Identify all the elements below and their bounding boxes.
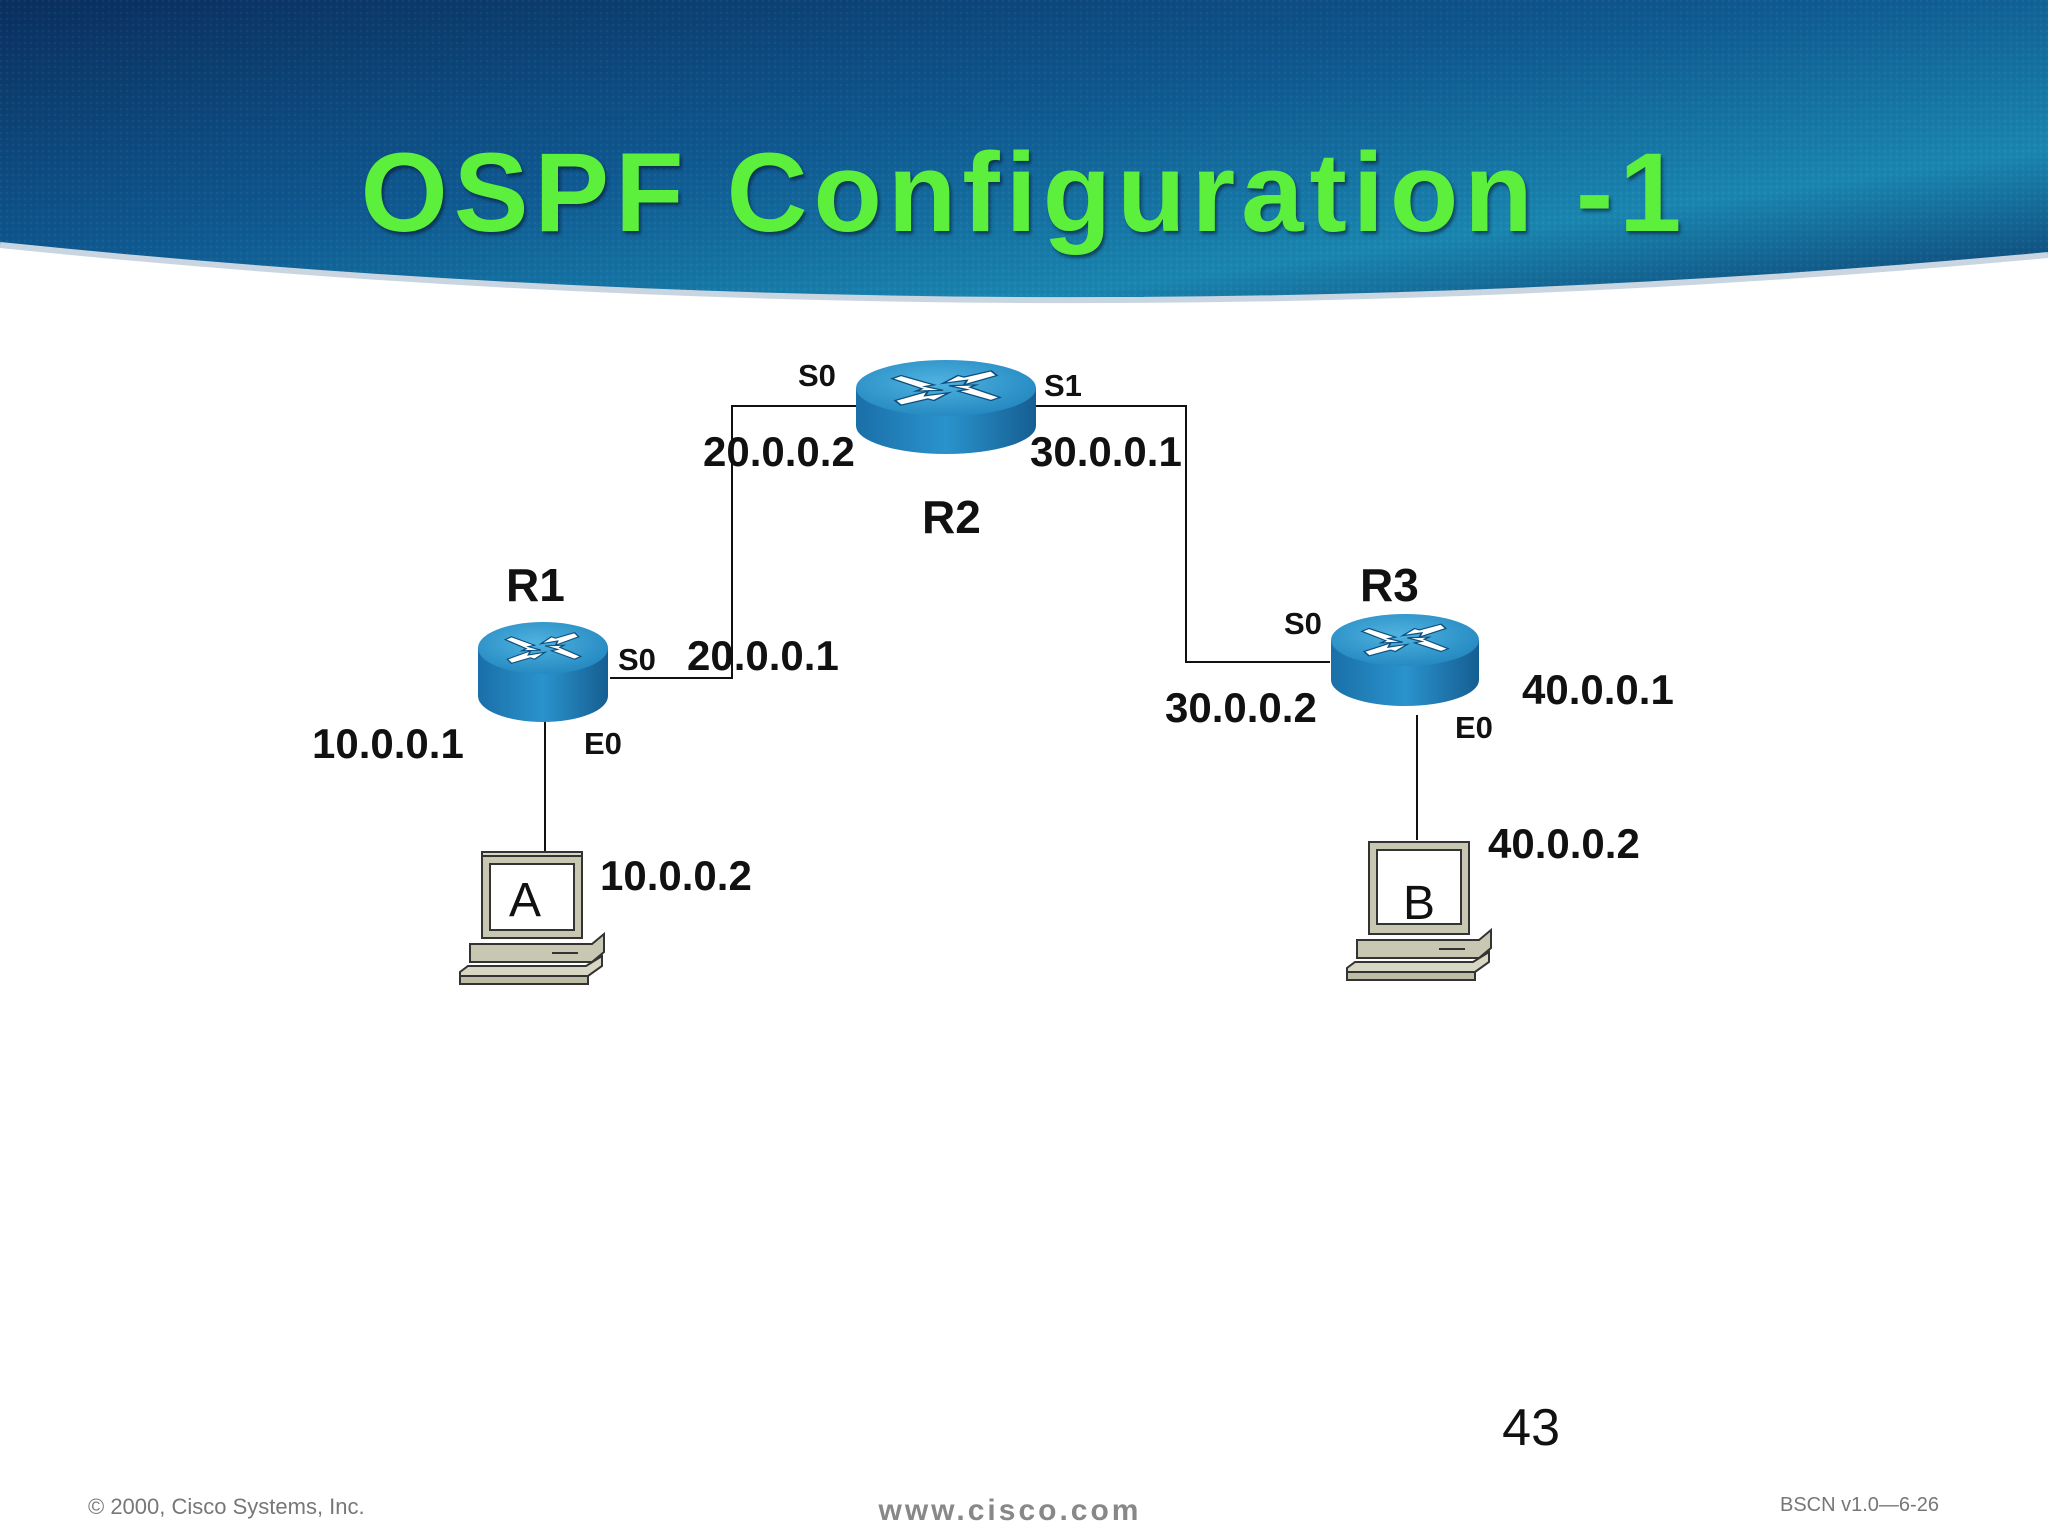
host-b-ip: 40.0.0.2 <box>1488 820 1640 867</box>
links <box>544 405 1418 858</box>
workstation-icon <box>459 851 605 985</box>
footer-course-code: BSCN v1.0—6-26 <box>1780 1494 1939 1516</box>
footer-url: www.cisco.com <box>878 1494 1142 1527</box>
router-r3-name: R3 <box>1360 559 1419 611</box>
r2-s0-ip: 20.0.0.2 <box>703 428 855 475</box>
r3-e0-ip: 40.0.0.1 <box>1522 666 1674 713</box>
footer-copyright: © 2000, Cisco Systems, Inc. <box>88 1494 365 1519</box>
r3-s0-ip: 30.0.0.2 <box>1165 684 1317 731</box>
router-icon <box>478 622 608 722</box>
r1-e0-label: E0 <box>584 726 622 761</box>
router-icon <box>856 360 1036 454</box>
router-r2-name: R2 <box>922 491 981 543</box>
r1-s0-ip: 20.0.0.1 <box>687 632 839 679</box>
r2-s1-ip: 30.0.0.1 <box>1030 428 1182 475</box>
r2-s0-label: S0 <box>798 358 836 393</box>
host-a-label: A <box>508 874 541 927</box>
slide-title: OSPF Configuration -1 <box>360 130 1688 255</box>
workstation-icon <box>1346 841 1492 981</box>
router-icon <box>1331 614 1479 706</box>
header-banner <box>0 0 2048 304</box>
router-r1-name: R1 <box>506 559 565 611</box>
link-r2-r3 <box>1032 405 1330 663</box>
host-a-ip: 10.0.0.2 <box>600 852 752 899</box>
r1-s0-label: S0 <box>618 642 656 677</box>
host-b-label: B <box>1402 877 1435 930</box>
r2-s1-label: S1 <box>1044 368 1082 403</box>
r3-e0-label: E0 <box>1455 710 1493 745</box>
r3-s0-label: S0 <box>1284 606 1322 641</box>
link-r1-r2 <box>610 405 858 679</box>
page-number: 43 <box>1502 1399 1560 1457</box>
r1-e0-ip: 10.0.0.1 <box>312 720 464 767</box>
